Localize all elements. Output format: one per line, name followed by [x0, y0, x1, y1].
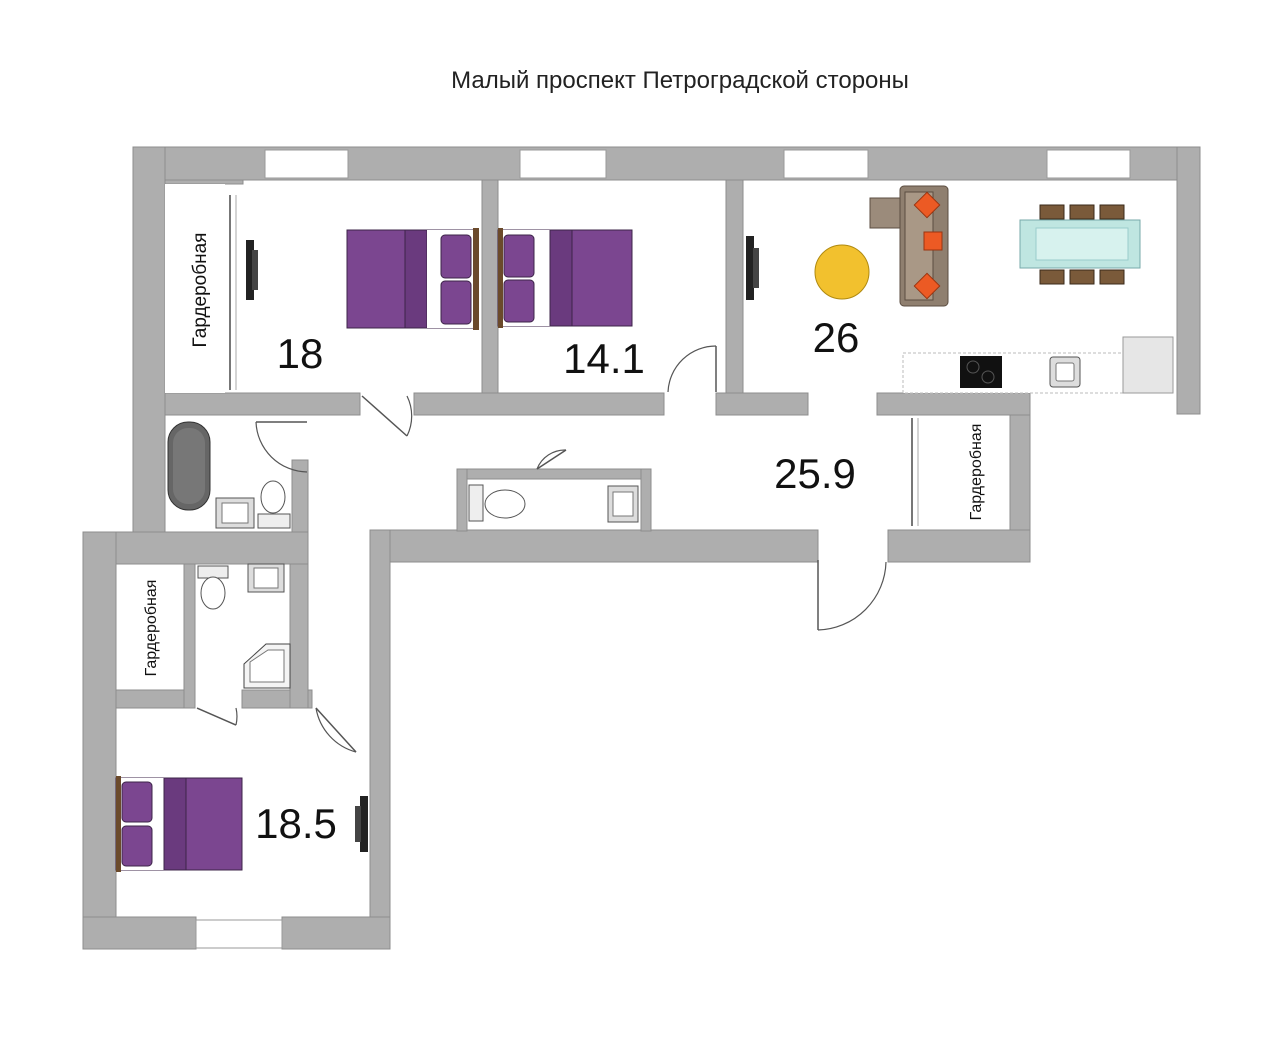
sink-bath-bottom — [247, 563, 285, 593]
tv-bedroom-1 — [246, 240, 258, 300]
bathtub — [167, 421, 211, 511]
street-title: Малый проспект Петроградской стороны — [451, 67, 909, 94]
walls — [82, 146, 1201, 950]
sofa — [869, 185, 949, 307]
wardrobe-label-bottom-left: Гардеробная — [143, 580, 160, 677]
shower — [243, 643, 291, 689]
wardrobe-label-top-left: Гардеробная — [190, 233, 211, 348]
sliding-door-hall — [911, 418, 919, 526]
round-table — [814, 244, 870, 300]
dining-table — [1019, 204, 1141, 285]
area-living-kitchen: 26 — [813, 314, 860, 361]
bed-bedroom-3 — [115, 776, 243, 872]
wc-hall — [468, 481, 639, 529]
tv-living — [746, 236, 759, 300]
sliding-door-top-left — [229, 195, 237, 390]
toilet-bath-bottom — [197, 565, 229, 610]
sink-bath-top — [215, 497, 255, 529]
windows — [195, 149, 1131, 949]
kitchen-counter — [902, 336, 1174, 394]
wardrobe-top-left — [165, 184, 225, 393]
bed-bedroom-1 — [346, 228, 479, 330]
area-hallway: 25.9 — [774, 450, 856, 497]
area-bedroom-2: 14.1 — [563, 335, 645, 382]
bed-bedroom-2 — [497, 228, 633, 328]
area-bedroom-1: 18 — [277, 330, 324, 377]
area-bedroom-3: 18.5 — [255, 800, 337, 847]
tv-bedroom-3 — [355, 796, 368, 852]
wardrobe-label-hall-right: Гардеробная — [968, 424, 985, 521]
doors — [196, 345, 887, 753]
toilet-bath-top — [257, 480, 291, 529]
